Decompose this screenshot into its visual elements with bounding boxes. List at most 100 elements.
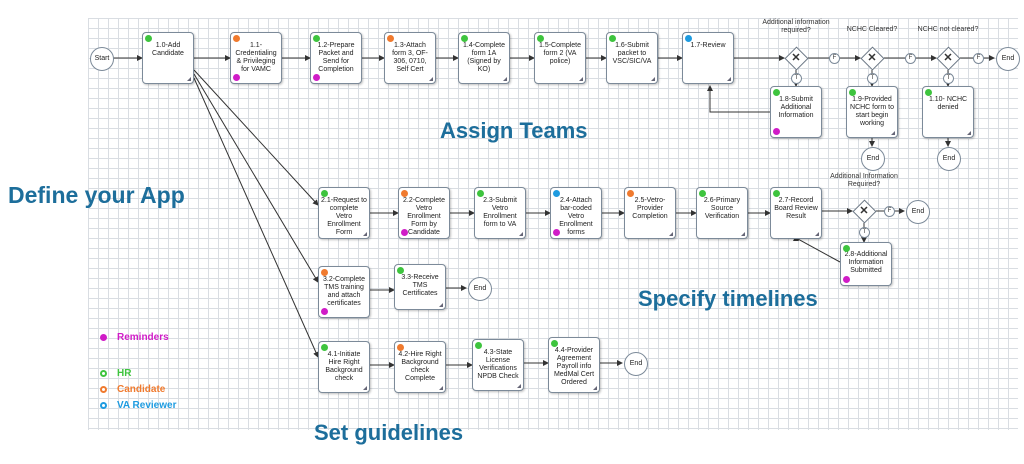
reminder-dot xyxy=(321,308,328,315)
decision-gateway[interactable]: ✕ xyxy=(784,46,809,71)
reviewer-dot xyxy=(685,35,692,42)
end-event[interactable]: End xyxy=(861,147,885,171)
reminder-dot xyxy=(553,229,560,236)
headline-assign-teams: Assign Teams xyxy=(440,118,588,143)
hr-dot xyxy=(477,190,484,197)
task-1-2[interactable]: 1.2-Prepare Packet and Send for Completi… xyxy=(310,32,362,84)
task-1-3[interactable]: 1.3-Attach form 3, OF-306, 0710, Self Ce… xyxy=(384,32,436,84)
true-flow-badge: T xyxy=(791,73,802,84)
hr-dot xyxy=(849,89,856,96)
legend-label: Reminders xyxy=(117,332,169,343)
task-label: 4.2-Hire Right Background check Complete xyxy=(398,351,442,382)
reviewer-dot xyxy=(553,190,560,197)
task-label: 4.1-Initiate Hire Right Background check xyxy=(325,351,363,382)
legend-reminders: Reminders xyxy=(100,332,169,343)
legend-reviewer: VA Reviewer xyxy=(100,400,176,411)
end-event[interactable]: End xyxy=(468,277,492,301)
reminder-dot xyxy=(843,276,850,283)
gateway-label: NCHC Cleared? xyxy=(846,26,898,33)
hr-dot xyxy=(773,89,780,96)
end-event[interactable]: End xyxy=(937,147,961,171)
task-1-5[interactable]: 1.5-Complete form 2 (VA police) xyxy=(534,32,586,84)
task-2-1[interactable]: 2.1-Request to complete Vetro Enrollment… xyxy=(318,187,370,239)
x-icon: ✕ xyxy=(859,205,869,217)
false-flow-badge: F xyxy=(829,53,840,64)
task-2-8[interactable]: 2.8-Additional Information Submitted xyxy=(840,242,892,286)
task-label: 1.6-Submit packet to VSC/SIC/VA xyxy=(612,42,652,65)
gateway-label: Additional information required? xyxy=(762,19,830,34)
task-label: 2.1-Request to complete Vetro Enrollment… xyxy=(321,197,367,236)
headline-specify-timelines: Specify timelines xyxy=(638,286,818,311)
task-1-9[interactable]: 1.9-Provided NCHC form to start begin wo… xyxy=(846,86,898,138)
task-label: 1.0-Add Candidate xyxy=(152,42,184,57)
task-4-1[interactable]: 4.1-Initiate Hire Right Background check xyxy=(318,341,370,393)
task-label: 2.4-Attach bar-coded Vetro Enrollment fo… xyxy=(559,197,593,236)
task-1-6[interactable]: 1.6-Submit packet to VSC/SIC/VA xyxy=(606,32,658,84)
task-3-2[interactable]: 3.2-Complete TMS training and attach cer… xyxy=(318,266,370,318)
candidate-dot xyxy=(321,269,328,276)
reminder-dot xyxy=(313,74,320,81)
task-1-8[interactable]: 1.8-Submit Additional Information xyxy=(770,86,822,138)
reminder-dot xyxy=(233,74,240,81)
hr-dot xyxy=(145,35,152,42)
hr-dot xyxy=(321,344,328,351)
true-flow-badge: T xyxy=(943,73,954,84)
legend-label: HR xyxy=(117,368,132,379)
task-label: 1.9-Provided NCHC form to start begin wo… xyxy=(850,96,894,127)
task-2-7[interactable]: 2.7-Record Board Review Result xyxy=(770,187,822,239)
task-1-1[interactable]: 1.1-Credentialing & Privileging for VAMC xyxy=(230,32,282,84)
task-2-4[interactable]: 2.4-Attach bar-coded Vetro Enrollment fo… xyxy=(550,187,602,239)
task-label: 1.7-Review xyxy=(690,42,726,49)
decision-gateway[interactable]: ✕ xyxy=(860,46,885,71)
task-1-10[interactable]: 1.10- NCHC denied xyxy=(922,86,974,138)
hr-dot xyxy=(397,267,404,274)
x-icon: ✕ xyxy=(791,52,801,64)
candidate-dot xyxy=(233,35,240,42)
task-4-4[interactable]: 4.4-Provider Agreement Payroll info MedM… xyxy=(548,337,600,393)
candidate-dot xyxy=(401,190,408,197)
reviewer-dot xyxy=(100,401,107,409)
false-flow-badge: F xyxy=(905,53,916,64)
task-label: 2.6-Primary Source Verification xyxy=(703,197,741,220)
gateway-label: NCHC not cleared? xyxy=(917,26,979,33)
hr-dot xyxy=(551,340,558,347)
headline-define-app: Define your App xyxy=(8,182,185,208)
hr-dot xyxy=(321,190,328,197)
task-4-2[interactable]: 4.2-Hire Right Background check Complete xyxy=(394,341,446,393)
x-icon: ✕ xyxy=(867,52,877,64)
decision-gateway[interactable]: ✕ xyxy=(936,46,961,71)
task-4-3[interactable]: 4.3-State License Verifications NPDB Che… xyxy=(472,339,524,391)
task-label: 2.3-Submit Vetro Enrollment form to VA xyxy=(483,197,517,228)
gateway-label: Additional Information Required? xyxy=(830,173,898,188)
task-label: 2.8-Additional Information Submitted xyxy=(844,251,888,274)
hr-dot xyxy=(843,245,850,252)
start-event[interactable]: Start xyxy=(90,47,114,71)
end-event[interactable]: End xyxy=(906,200,930,224)
hr-dot xyxy=(773,190,780,197)
hr-dot xyxy=(461,35,468,42)
flow-connector xyxy=(193,77,319,358)
task-1-4[interactable]: 1.4-Complete form 1A (Signed by KO) xyxy=(458,32,510,84)
task-2-5[interactable]: 2.5-Vetro-Provider Completion xyxy=(624,187,676,239)
task-3-3[interactable]: 3.3-Receive TMS Certificates xyxy=(394,264,446,310)
task-2-3[interactable]: 2.3-Submit Vetro Enrollment form to VA xyxy=(474,187,526,239)
end-event[interactable]: End xyxy=(996,47,1020,71)
headline-set-guidelines: Set guidelines xyxy=(314,420,464,445)
hr-dot xyxy=(475,342,482,349)
flow-connector xyxy=(707,85,770,113)
end-event[interactable]: End xyxy=(624,352,648,376)
task-2-2[interactable]: 2.2-Complete Vetro Enrollment Form by Ca… xyxy=(398,187,450,239)
flow-connector xyxy=(793,235,841,263)
task-1-7[interactable]: 1.7-Review xyxy=(682,32,734,84)
hr-dot xyxy=(699,190,706,197)
decision-gateway[interactable]: ✕ xyxy=(852,199,877,224)
task-label: 1.4-Complete form 1A (Signed by KO) xyxy=(462,42,506,73)
task-label: 1.5-Complete form 2 (VA police) xyxy=(538,42,582,65)
task-2-6[interactable]: 2.6-Primary Source Verification xyxy=(696,187,748,239)
legend-label: VA Reviewer xyxy=(117,400,177,411)
task-label: 1.1-Credentialing & Privileging for VAMC xyxy=(235,42,277,73)
task-label: 1.10- NCHC denied xyxy=(928,96,968,111)
task-1-0[interactable]: 1.0-Add Candidate xyxy=(142,32,194,84)
